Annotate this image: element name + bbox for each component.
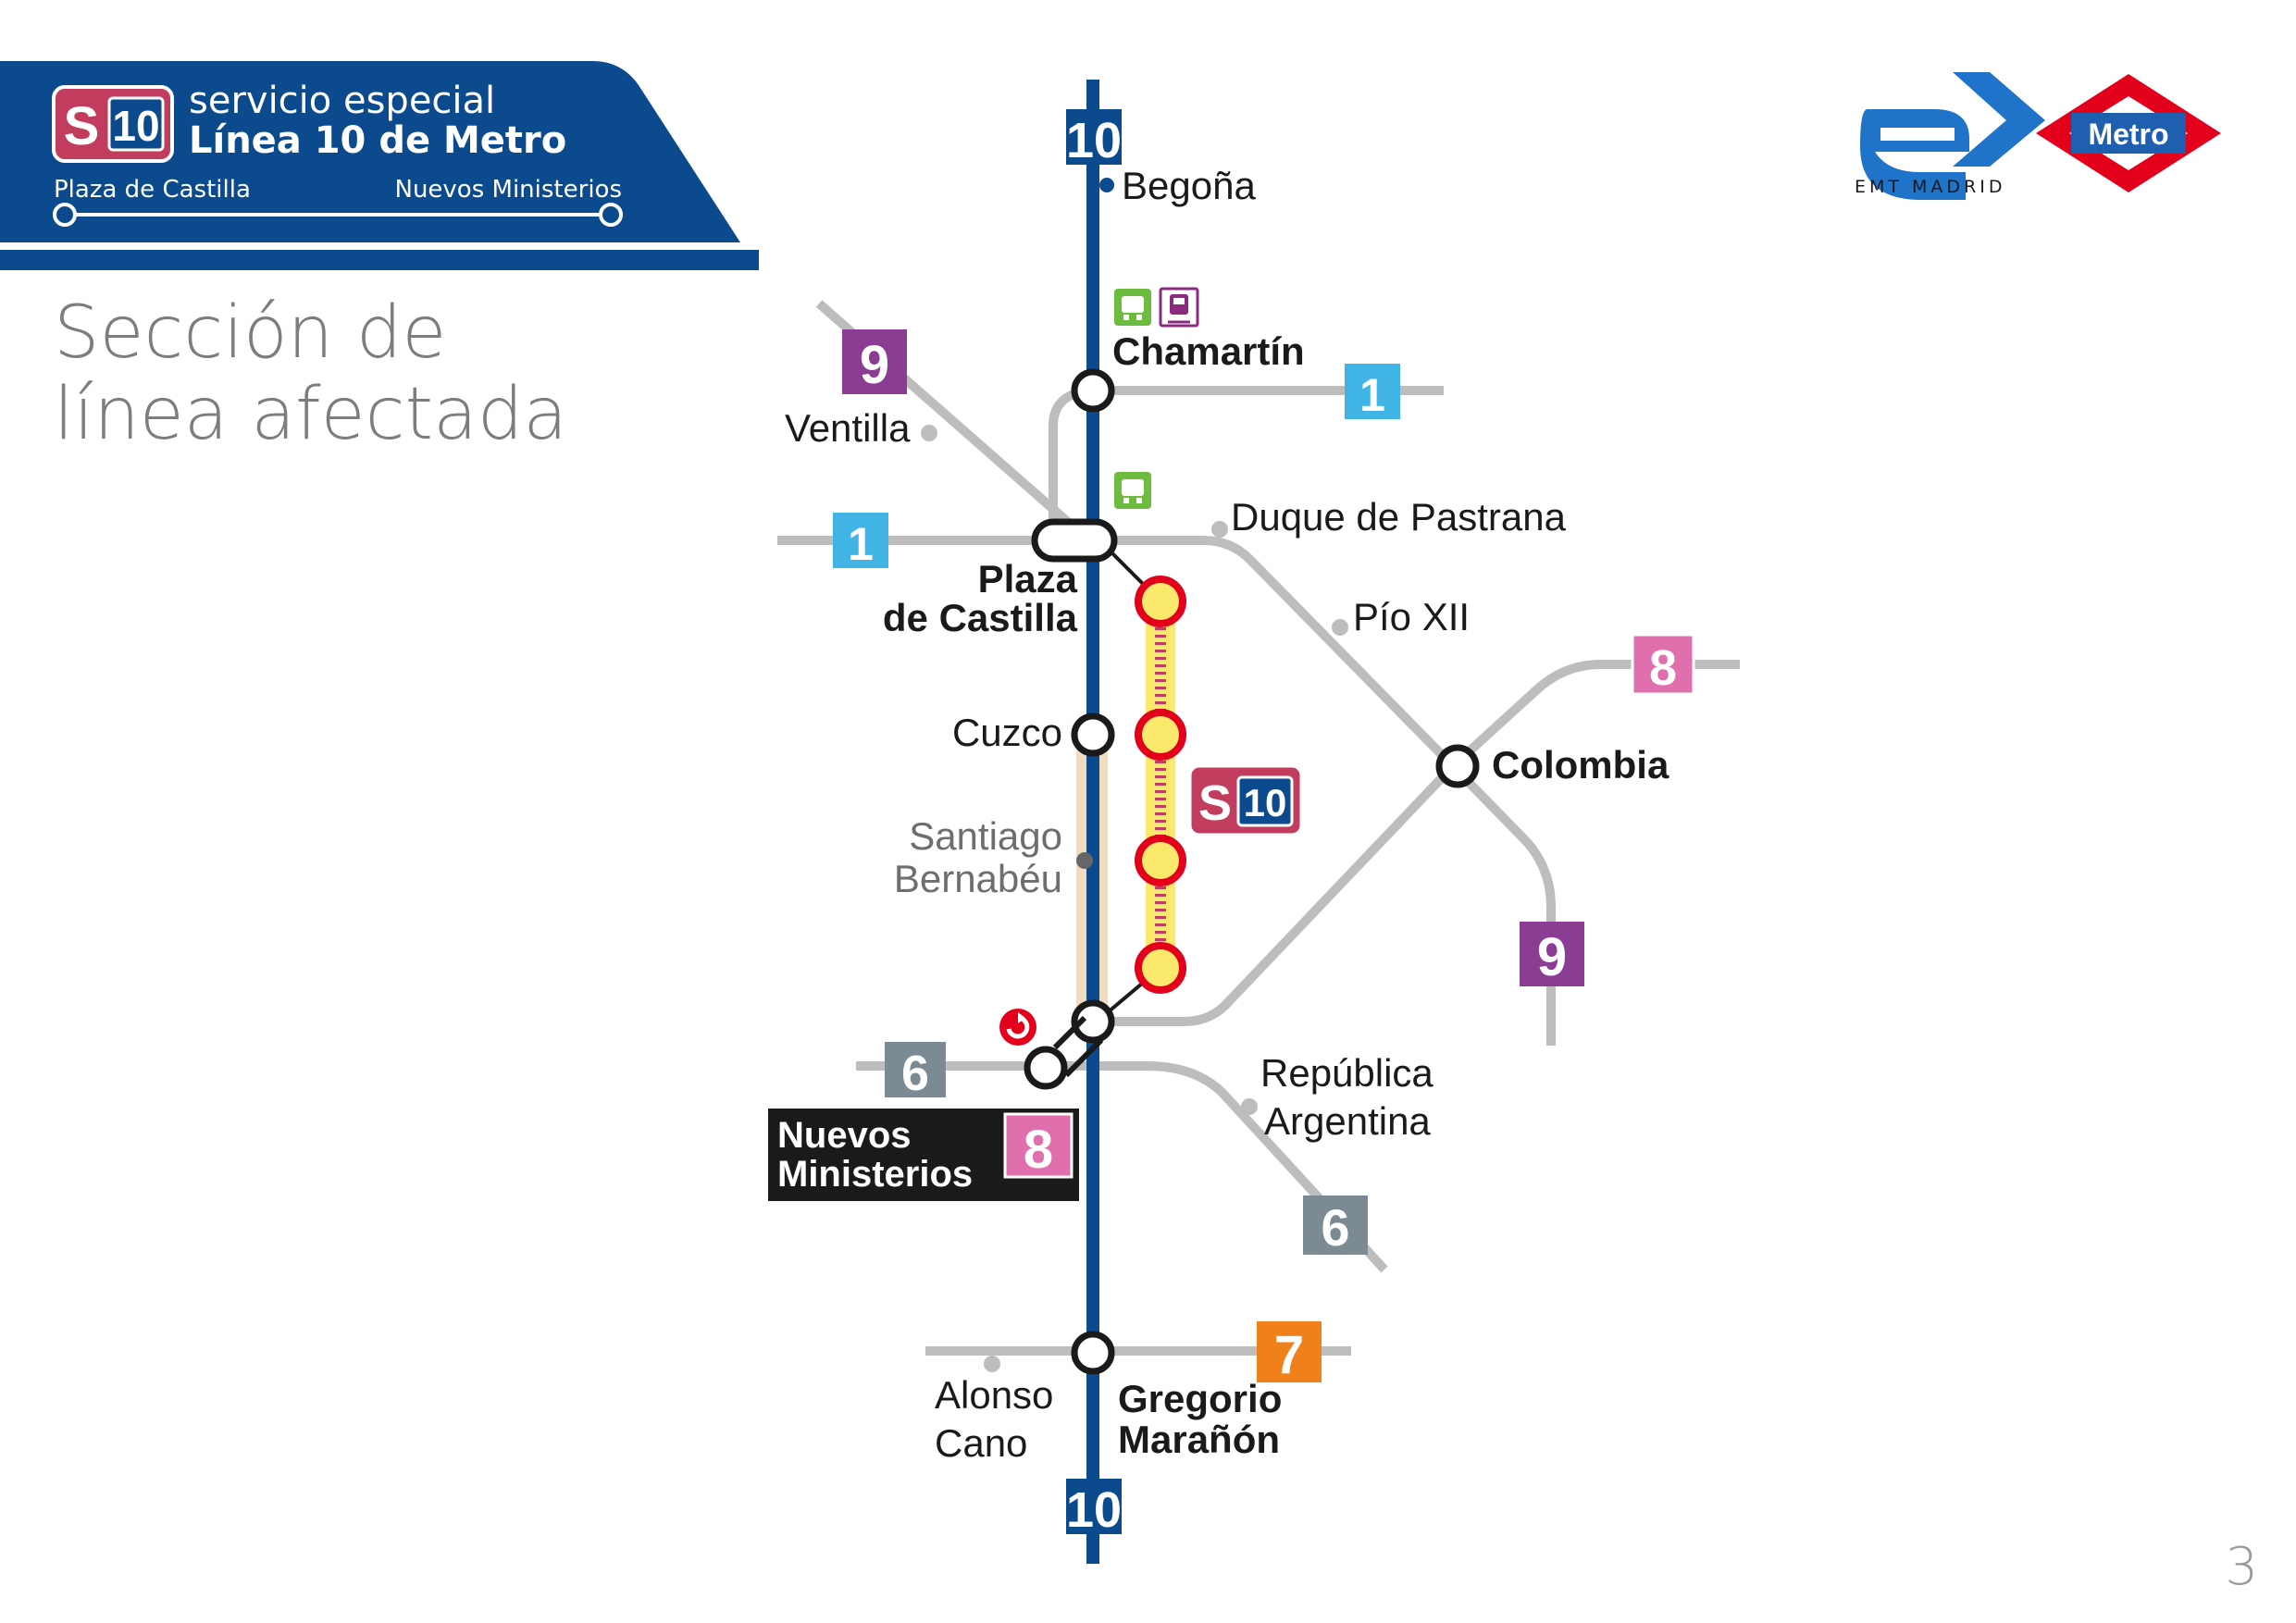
nuevos-ministerios-label: Nuevos Ministerios 8	[768, 1109, 1079, 1201]
label-plaza-2: de Castilla	[883, 596, 1078, 639]
line9-track-south	[1449, 762, 1556, 1046]
line1-track	[777, 536, 1457, 770]
stop-republica-dot	[1241, 1098, 1258, 1115]
label-begona: Begoña	[1122, 164, 1256, 207]
station-nuevos-ministerios-l10-marker	[1071, 999, 1115, 1044]
link-chamartin-plaza	[1049, 386, 1091, 527]
line1-badge-left: 1	[833, 513, 888, 570]
svg-text:7: 7	[1274, 1325, 1304, 1385]
s10-stop-4	[1135, 942, 1186, 994]
label-alonso-1: Alonso	[935, 1373, 1053, 1417]
svg-text:10: 10	[112, 102, 159, 150]
stop-pio-dot	[1332, 619, 1348, 636]
label-ventilla: Ventilla	[785, 406, 911, 450]
turnaround-icon	[999, 1009, 1036, 1046]
stop-santiago-dot	[1076, 852, 1093, 869]
svg-text:S: S	[64, 96, 100, 156]
line8-badge-right: 8	[1631, 633, 1695, 696]
label-alonso-2: Cano	[935, 1421, 1027, 1465]
svg-text:Ministerios: Ministerios	[777, 1154, 973, 1195]
label-pio: Pío XII	[1353, 595, 1470, 638]
route-start-dot	[53, 203, 77, 227]
svg-text:10: 10	[1244, 781, 1287, 824]
svg-text:1: 1	[1359, 369, 1385, 421]
station-nuevos-ministerios-l6-marker	[1024, 1046, 1068, 1090]
line10-badge-bottom: 10	[1066, 1479, 1122, 1538]
service-banner: S 10 servicio especial Línea 10 de Metro…	[0, 61, 759, 270]
page-number: 3	[2225, 1537, 2258, 1597]
line6-badge-right: 6	[1303, 1196, 1368, 1257]
s10-stop-1	[1135, 576, 1186, 627]
label-cuzco: Cuzco	[952, 711, 1062, 754]
line6-badge-left: 6	[885, 1042, 946, 1101]
bus-icon	[1114, 289, 1151, 326]
s10-banner-badge: S 10	[52, 85, 174, 163]
route-end-dot	[599, 203, 623, 227]
svg-text:6: 6	[1321, 1198, 1349, 1257]
line1-badge-right: 1	[1345, 364, 1400, 421]
station-plaza-castilla-marker	[1031, 518, 1118, 563]
minor-stops	[921, 178, 1348, 1372]
label-santiago-2: Bernabéu	[894, 857, 1062, 900]
bus-icon	[1114, 472, 1151, 509]
svg-text:8: 8	[1024, 1120, 1053, 1180]
station-markers	[1024, 368, 1480, 1375]
svg-text:S: S	[1198, 775, 1232, 831]
svg-text:9: 9	[1537, 927, 1567, 987]
label-chamartin: Chamartín	[1112, 329, 1305, 373]
station-colombia-marker	[1435, 744, 1480, 788]
svg-text:6: 6	[901, 1046, 929, 1101]
banner-to: Nuevos Ministerios	[395, 176, 623, 204]
label-santiago-1: Santiago	[909, 814, 1062, 858]
line9-badge-bottom: 9	[1520, 922, 1584, 987]
line10-track	[1086, 80, 1099, 1564]
svg-text:1: 1	[848, 518, 874, 570]
line8-track-ne	[1449, 660, 1740, 770]
emt-logo-text: EMT MADRID	[1855, 177, 2006, 197]
label-colombia: Colombia	[1492, 743, 1669, 787]
label-plaza-1: Plaza	[978, 557, 1078, 601]
line6-track	[856, 1061, 1388, 1273]
line8-track-sw	[1092, 762, 1457, 1026]
line10-badge-top: 10	[1066, 109, 1122, 168]
station-cuzco-marker	[1071, 712, 1115, 757]
metro-logo-text: Metro	[2088, 118, 2168, 151]
train-icon	[1159, 287, 1199, 328]
stop-ventilla-dot	[921, 425, 937, 441]
s10-bus-route	[1099, 550, 1175, 1020]
line9-badge-top: 9	[842, 329, 907, 395]
label-gregorio-2: Marañón	[1118, 1418, 1280, 1461]
svg-text:10: 10	[1066, 1482, 1122, 1538]
station-labels: Begoña Chamartín Ventilla Duque de Pastr…	[785, 164, 1669, 1465]
banner-line2: Línea 10 de Metro	[189, 119, 566, 162]
section-heading-line1: Sección de	[54, 291, 446, 375]
s10-stop-3	[1135, 835, 1186, 886]
stop-begona-dot	[1099, 178, 1114, 192]
label-gregorio-1: Gregorio	[1118, 1377, 1282, 1420]
label-duque: Duque de Pastrana	[1231, 495, 1567, 539]
stop-alonso-dot	[984, 1356, 1000, 1372]
station-gregorio-maranon-marker	[1071, 1331, 1115, 1375]
station-chamartin-marker	[1071, 368, 1115, 413]
label-republica-1: República	[1260, 1051, 1433, 1095]
s10-map-badge: S 10	[1188, 764, 1303, 836]
section-heading-line2: línea afectada	[54, 373, 567, 456]
metro-logo: Metro	[2036, 74, 2221, 192]
line7-badge: 7	[1257, 1321, 1322, 1385]
stop-duque-dot	[1211, 521, 1228, 538]
banner-line1: servicio especial	[189, 80, 495, 122]
s10-stops	[1135, 576, 1186, 994]
svg-text:Nuevos: Nuevos	[777, 1115, 912, 1156]
emt-logo: EMT MADRID	[1855, 72, 2045, 200]
svg-text:9: 9	[860, 335, 889, 395]
svg-text:8: 8	[1649, 640, 1677, 696]
label-republica-2: Argentina	[1264, 1099, 1431, 1143]
svg-text:10: 10	[1066, 113, 1122, 168]
banner-from: Plaza de Castilla	[54, 176, 251, 204]
s10-stop-2	[1135, 709, 1186, 761]
